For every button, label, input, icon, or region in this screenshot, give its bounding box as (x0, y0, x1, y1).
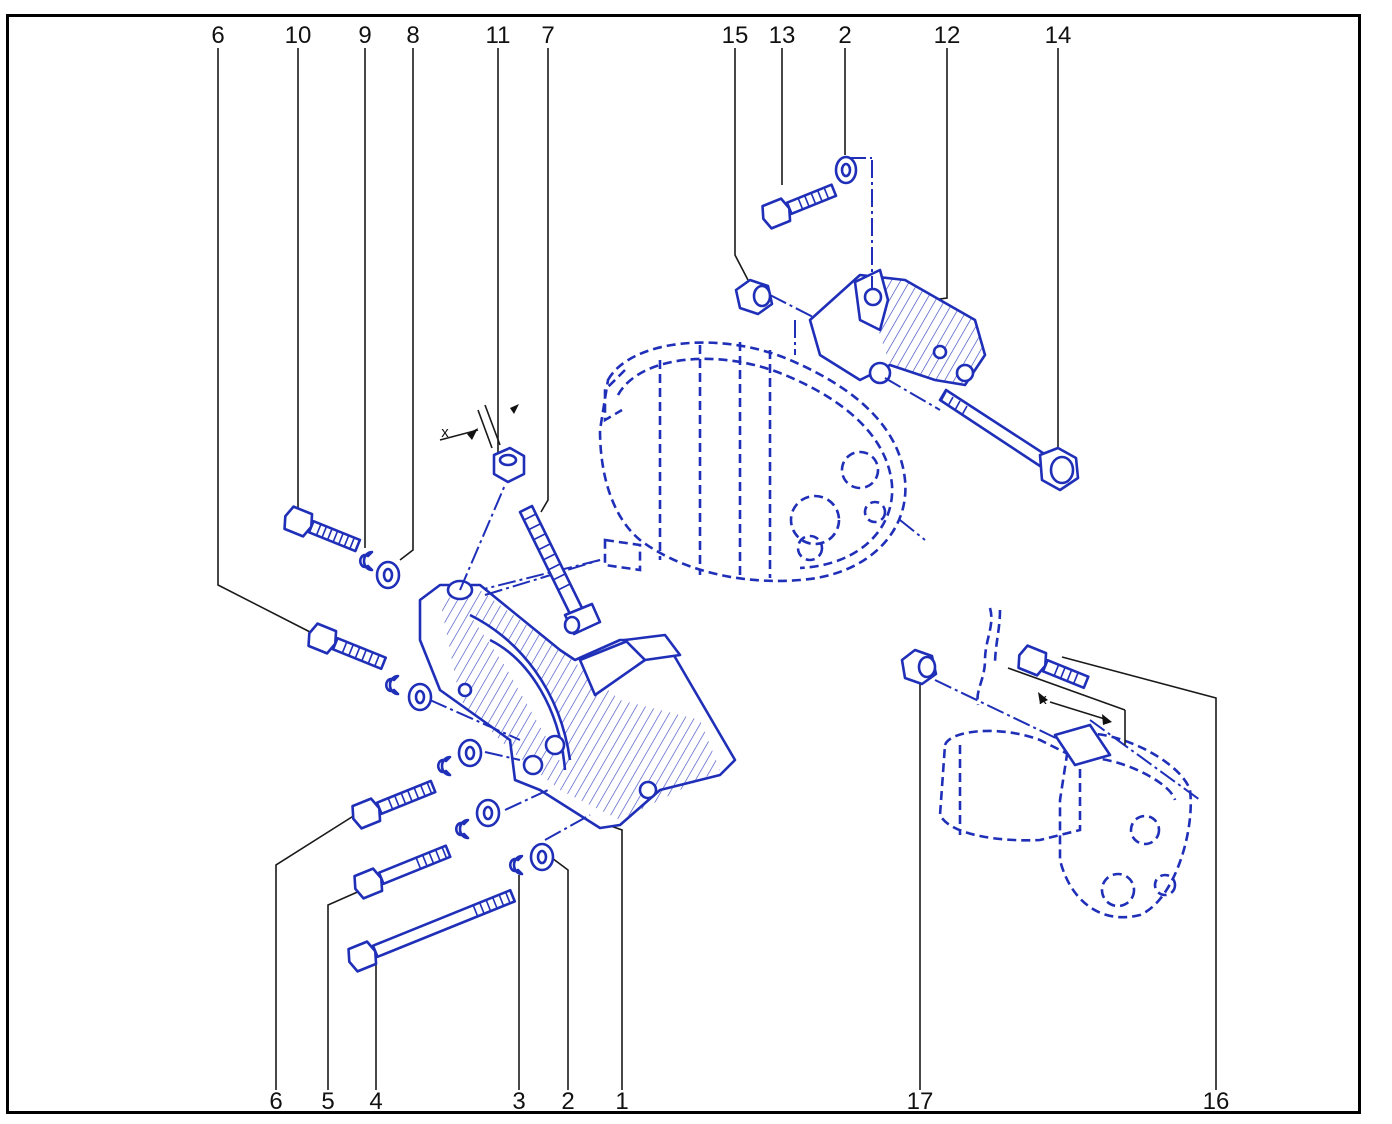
alternator (439, 320, 926, 601)
callout-top-12: 12 (933, 22, 961, 49)
callout-bottom-17: 17 (906, 1088, 934, 1115)
bolt-13 (761, 183, 838, 230)
bolt-10 (283, 505, 362, 553)
dimension-x-alternator: x (441, 424, 449, 441)
bolt-6-upper (307, 622, 388, 671)
main-bracket-1 (418, 484, 737, 841)
lock-washer-6 (385, 674, 400, 696)
nut-15 (734, 278, 774, 316)
callout-bottom-4: 4 (369, 1088, 383, 1115)
washer-mid-2 (475, 798, 501, 828)
callout-top-2: 2 (838, 22, 852, 49)
washer-6 (407, 682, 433, 712)
washer-8 (375, 560, 401, 590)
callout-top-10: 10 (284, 22, 312, 49)
callout-top-14: 14 (1044, 22, 1072, 49)
callout-top-9: 9 (358, 22, 372, 49)
washer-2-lower (529, 842, 555, 872)
stud-7 (518, 504, 602, 636)
callout-bottom-5: 5 (321, 1088, 335, 1115)
washer-2-upper (834, 155, 858, 185)
starter-motor (934, 607, 1201, 919)
nut-11 (439, 404, 526, 484)
lock-washer-3 (509, 854, 524, 876)
callout-bottom-3: 3 (512, 1088, 526, 1115)
callout-top-11: 11 (485, 22, 511, 49)
dimension-x-starter: x (1039, 691, 1047, 708)
bolt-6-lower (351, 779, 437, 830)
lock-washer-mid-1 (437, 755, 452, 777)
diagram-frame (6, 14, 1361, 1114)
bolt-4 (347, 888, 517, 973)
lock-washer-mid-2 (455, 818, 470, 840)
callout-top-8: 8 (406, 22, 420, 49)
bolt-14 (938, 388, 1080, 492)
nut-17 (900, 648, 938, 686)
callout-top-6: 6 (211, 22, 225, 49)
callout-bottom-16: 16 (1202, 1088, 1230, 1115)
callout-bottom-6: 6 (269, 1088, 283, 1115)
callout-bottom-1: 1 (615, 1088, 629, 1115)
callout-top-15: 15 (721, 22, 749, 49)
upper-bracket-12 (769, 157, 987, 411)
callout-top-13: 13 (768, 22, 796, 49)
bolt-16 (1017, 644, 1090, 690)
callout-top-7: 7 (541, 22, 555, 49)
lock-washer-9 (359, 550, 374, 572)
callout-bottom-2: 2 (561, 1088, 575, 1115)
bolt-5 (353, 844, 452, 900)
washer-mid-1 (457, 738, 483, 768)
